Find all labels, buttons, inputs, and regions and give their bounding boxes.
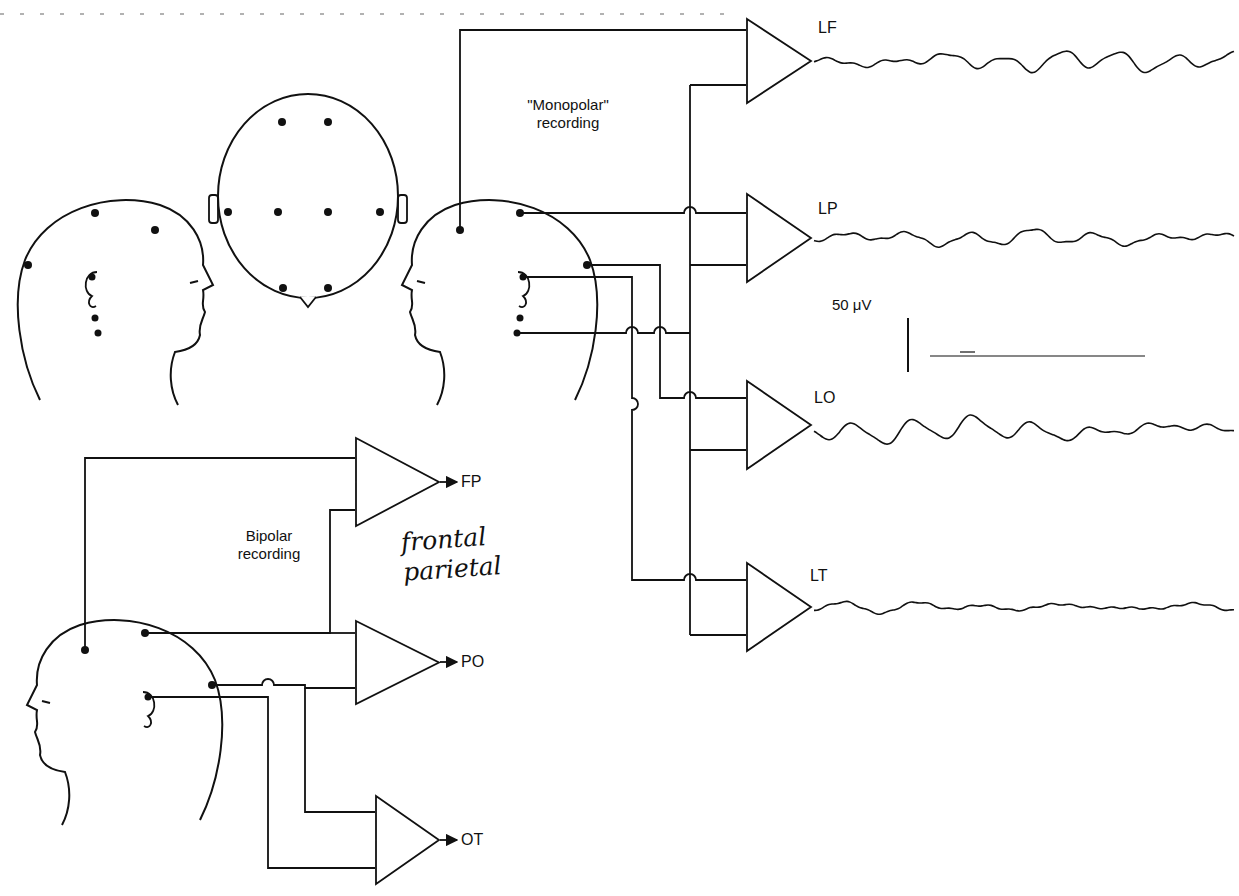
amplifier-triangle [747, 381, 811, 469]
amplifier-symbol [375, 795, 440, 885]
amplifier-symbol [355, 437, 440, 527]
handwritten-note: frontal parietal [400, 519, 526, 587]
eeg-trace [814, 601, 1234, 614]
eeg-traces [814, 51, 1234, 614]
amplifier-triangle [376, 796, 439, 884]
channel-label: LP [818, 201, 838, 217]
amplifier-triangle [747, 19, 811, 103]
amplifier-symbol [746, 562, 812, 652]
head-profile-monopolar [402, 200, 597, 405]
amplifier-symbol [746, 193, 812, 283]
lead-wires-monopolar [460, 30, 746, 635]
eeg-trace [814, 229, 1234, 247]
channel-label: FP [461, 474, 481, 490]
amplifier: LT [746, 562, 812, 652]
channel-label: LO [814, 390, 835, 406]
scale-label: 50 μV [832, 296, 902, 314]
head-profile [18, 200, 213, 405]
amplifier: LP [746, 193, 812, 283]
eeg-trace [814, 415, 1234, 444]
channel-label: PO [461, 654, 484, 670]
channel-label: LF [818, 20, 837, 36]
amplifier-triangle [747, 194, 811, 282]
scan-line [0, 13, 740, 15]
amplifier-symbol [746, 380, 812, 470]
channel-label: OT [461, 832, 483, 848]
amplifier-triangle [747, 563, 811, 651]
amplifier: LF [746, 18, 812, 104]
eeg-trace [814, 51, 1234, 72]
head-top-view [209, 94, 407, 307]
amplifier: LO [746, 380, 812, 470]
head-profile-bipolar [27, 620, 222, 825]
amplifier: OT [375, 795, 440, 885]
section-heading: Bipolar recording [228, 527, 310, 563]
amplifier-triangle [356, 621, 439, 704]
amplifier-symbol [355, 620, 440, 705]
amplifier-symbol [746, 18, 812, 104]
amplifier: PO [355, 620, 440, 705]
calibration-bar [908, 318, 1145, 372]
amplifier-triangle [356, 438, 439, 526]
lead-wires-bipolar [85, 458, 375, 868]
amplifier: FP [355, 437, 440, 527]
section-heading: "Monopolar" recording [512, 96, 624, 132]
channel-label: LT [810, 568, 827, 584]
